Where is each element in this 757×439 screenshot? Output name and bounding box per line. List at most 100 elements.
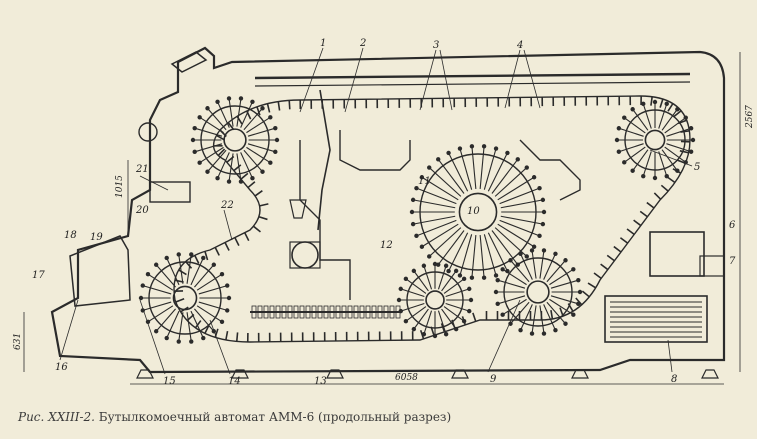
bottle-pocket <box>537 185 542 191</box>
sprocket-spoke <box>642 103 652 129</box>
sprocket-spoke <box>499 219 540 237</box>
sprocket-hub <box>644 129 666 151</box>
bottle-pocket <box>411 268 417 274</box>
callout-3: 3 <box>433 40 439 51</box>
bottle-pocket <box>205 106 210 111</box>
feed-pipe <box>317 89 331 231</box>
sprocket-spoke <box>207 149 227 173</box>
bottle-pocket <box>273 125 278 131</box>
sprocket-spoke <box>497 223 535 248</box>
bottle-pocket <box>622 160 627 165</box>
conveyor-link <box>395 305 401 319</box>
sprocket-spoke <box>198 285 228 295</box>
bottle-pocket <box>576 277 581 283</box>
chain-pocket <box>266 103 271 113</box>
sprocket-hub <box>458 192 498 232</box>
sprocket-spoke <box>236 153 242 182</box>
callout-21: 21 <box>135 164 149 175</box>
sprocket-spoke <box>658 103 668 129</box>
bottle-pocket <box>453 326 459 332</box>
bottle-pocket <box>138 295 144 301</box>
sprocket-spoke <box>240 152 253 179</box>
bottle-pocket <box>260 106 265 111</box>
callout-17: 17 <box>32 270 45 281</box>
bottle-pocket <box>675 168 680 173</box>
sprocket-spoke <box>199 116 224 134</box>
sprocket-spoke <box>246 146 271 164</box>
chain-pocket <box>288 100 291 110</box>
sprocket-spoke <box>400 302 425 312</box>
sprocket-spoke <box>196 305 223 323</box>
sprocket-hub <box>425 290 445 310</box>
bottle-pocket <box>432 261 438 267</box>
bottle-pocket <box>688 149 694 154</box>
figure-caption: Рис. XXIII-2. Бутылкомоечный автомат АММ… <box>18 410 738 424</box>
sprocket-spoke <box>549 268 574 286</box>
bottle-pocket <box>197 160 202 165</box>
bottle-pocket <box>219 272 225 277</box>
sprocket-spoke <box>441 308 457 330</box>
chain-pocket <box>247 181 256 189</box>
bottle-pocket <box>541 209 547 215</box>
sprocket-spoke <box>178 312 184 342</box>
bottle-pocket <box>215 176 220 181</box>
callout-7: 7 <box>729 256 736 267</box>
sprocket-spoke <box>487 232 508 272</box>
conveyor-link <box>287 305 293 319</box>
bottle-pocket <box>153 262 159 267</box>
carrier-chain-path <box>173 95 691 343</box>
sprocket-spoke <box>459 148 473 190</box>
sprocket-spoke <box>423 265 433 290</box>
bottle-pocket <box>537 233 542 239</box>
bottle-pocket <box>495 301 500 307</box>
bottle-pocket <box>189 339 194 344</box>
sprocket-spoke <box>228 98 234 127</box>
bottle-pocket <box>541 331 547 336</box>
callout-20: 20 <box>135 205 149 216</box>
sprocket-spoke <box>246 116 271 134</box>
bottle-pocket <box>427 165 432 170</box>
sprocket-spoke <box>479 235 485 278</box>
bottle-pocket <box>427 254 432 259</box>
sprocket-spoke <box>155 264 176 288</box>
sprocket-spoke <box>459 234 473 276</box>
bottle-pocket <box>500 312 505 317</box>
sprocket-spoke <box>421 223 459 248</box>
callout-18: 18 <box>64 230 77 241</box>
bottle-pocket <box>250 99 255 104</box>
bottle-pocket <box>529 248 535 253</box>
bottle-pocket <box>664 101 669 107</box>
sprocket-spoke <box>240 101 253 128</box>
bottle-pocket <box>274 137 280 143</box>
sprocket-spoke <box>510 259 530 283</box>
sprocket-spoke <box>666 143 692 153</box>
conveyor-link <box>317 305 323 319</box>
chain-pocket <box>258 215 268 221</box>
pump <box>291 241 319 269</box>
sprocket-spoke <box>142 285 172 295</box>
sprocket-spoke <box>550 279 579 289</box>
sprocket-spoke <box>483 234 497 276</box>
bottle-pocket <box>467 308 472 314</box>
conveyor-link <box>341 305 347 319</box>
bottle-pocket <box>495 277 500 283</box>
bottle-pocket <box>576 301 581 307</box>
chain-pocket <box>660 184 669 192</box>
sprocket-spoke <box>497 295 526 305</box>
bottle-pocket <box>493 273 499 278</box>
bottle-pocket <box>225 283 230 288</box>
caption-ref: Рис. XXIII-2. <box>18 410 95 424</box>
bottle-pocket <box>469 275 475 280</box>
bottle-pocket <box>268 160 273 165</box>
bottle-pocket <box>453 268 459 274</box>
bottle-pocket <box>614 137 620 143</box>
sprocket-spoke <box>207 107 227 131</box>
chain-pocket <box>550 309 554 320</box>
conveyor-link <box>371 305 377 319</box>
chain-pocket <box>243 232 250 242</box>
chain-pocket <box>680 130 690 133</box>
chain-pocket <box>613 245 622 253</box>
bottle-pocket <box>553 251 558 256</box>
bottle-pocket <box>500 267 505 272</box>
bottle-pocket <box>493 289 499 295</box>
